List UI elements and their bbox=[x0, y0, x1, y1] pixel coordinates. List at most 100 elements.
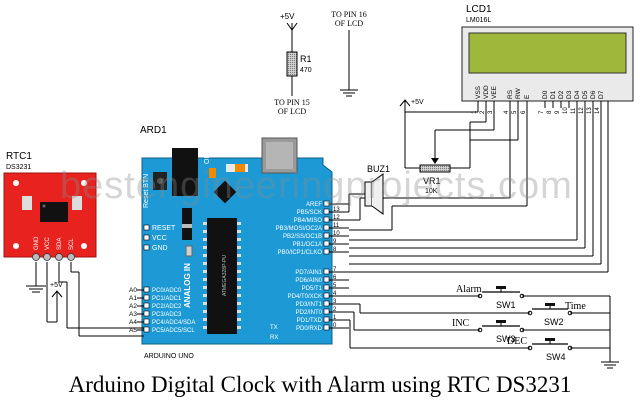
power-pin-label: RESET bbox=[152, 225, 176, 232]
chip-leg bbox=[203, 294, 207, 297]
on-label: ON bbox=[204, 154, 211, 165]
digital-pin-label: PB2/SS/OC1B bbox=[283, 234, 322, 240]
tx-label: TX bbox=[270, 325, 278, 331]
switch-button[interactable] bbox=[545, 338, 555, 341]
digital-pin-number: 11 bbox=[333, 223, 340, 229]
atmega-label: ATMEGA328P-PU bbox=[222, 255, 228, 296]
switch-button[interactable] bbox=[545, 303, 555, 306]
header-pin bbox=[143, 326, 150, 333]
digital-pin-label: PB0/ICP1/CLKO bbox=[278, 250, 323, 256]
header-pin bbox=[323, 268, 330, 275]
lcd-pin-number: 11 bbox=[571, 107, 577, 114]
chip-leg bbox=[237, 302, 241, 305]
digital-pin-label: PD4/T0/XCK bbox=[288, 294, 322, 300]
header-pin bbox=[323, 324, 330, 331]
lcd-pin-label: D6 bbox=[590, 90, 597, 99]
switch-contact bbox=[519, 327, 525, 333]
header-pin bbox=[323, 248, 330, 255]
chip-leg bbox=[237, 326, 241, 329]
analog-pin-number: A1 bbox=[129, 295, 137, 302]
lcd-pin-number: 2 bbox=[480, 110, 486, 114]
analog-pin-label: PC4/ADC4/SDA bbox=[152, 320, 195, 326]
analog-pin-label: PC0/ADC0 bbox=[152, 288, 182, 294]
switch-contact bbox=[567, 345, 573, 351]
switch-label: Alarm bbox=[456, 284, 482, 295]
header-pin bbox=[323, 224, 330, 231]
switch-ref: SW2 bbox=[544, 317, 564, 327]
header-pin bbox=[323, 300, 330, 307]
vr1-pot: VR1 10K +5V bbox=[411, 99, 451, 195]
lcd-pin-number: 14 bbox=[595, 107, 601, 114]
lcd-pin-label: RS bbox=[507, 89, 514, 99]
lcd-pin-label: D7 bbox=[598, 90, 605, 99]
header-pin bbox=[323, 284, 330, 291]
switch-button[interactable] bbox=[496, 320, 506, 323]
lcd-pin-label: D1 bbox=[550, 90, 557, 99]
chip-leg bbox=[203, 286, 207, 289]
digital-pin-number: 1 bbox=[333, 315, 337, 321]
header-pin bbox=[323, 308, 330, 315]
analog-pin-label: PC1/ADC1 bbox=[152, 296, 182, 302]
r1-value: 470 bbox=[300, 67, 312, 74]
digital-pin-number: 12 bbox=[333, 215, 340, 221]
rtc-pin bbox=[55, 253, 63, 261]
switch-contact bbox=[519, 293, 525, 299]
lcd-pin-number: 6 bbox=[521, 110, 527, 114]
r1-supply: +5V bbox=[280, 12, 295, 21]
digital-pin-label: PB1/OC1A bbox=[293, 242, 322, 248]
digital-pin-label: PD0/RXD bbox=[296, 326, 323, 332]
lcd-pin-number: 4 bbox=[504, 110, 510, 114]
buzzer: BUZ1 bbox=[348, 164, 390, 215]
digital-pin-label: PD3/INT1 bbox=[296, 302, 323, 308]
digital-pin-label: PB4/MISO bbox=[294, 218, 323, 224]
digital-pin-number: 9 bbox=[333, 239, 337, 245]
digital-pin-label: PD2/INT0 bbox=[296, 310, 323, 316]
header-pin bbox=[143, 234, 150, 241]
watermark: bestengineeringprojects.com bbox=[60, 165, 573, 207]
chip-leg bbox=[237, 230, 241, 233]
analog-pin-number: A4 bbox=[129, 319, 137, 326]
chip-leg bbox=[237, 286, 241, 289]
chip-leg bbox=[237, 270, 241, 273]
switch-label: INC bbox=[452, 318, 470, 329]
lcd-pin-number: 12 bbox=[579, 107, 585, 114]
chip-legs bbox=[203, 222, 241, 329]
digital-pin-number: 7 bbox=[333, 267, 337, 273]
rtc-chip bbox=[40, 202, 68, 222]
header-pin bbox=[143, 224, 150, 231]
switch-wiring bbox=[349, 140, 619, 369]
caption: Arduino Digital Clock with Alarm using R… bbox=[68, 372, 572, 397]
digital-pin-number: 6 bbox=[333, 275, 337, 281]
digital-pin-number: 3 bbox=[333, 299, 337, 305]
power-pin-label: GND bbox=[152, 245, 168, 252]
analog-in-label: ANALOG IN bbox=[183, 263, 192, 308]
arduino-ref: ARD1 bbox=[140, 125, 167, 136]
vr1-ref: VR1 bbox=[423, 176, 441, 186]
chip-leg bbox=[203, 262, 207, 265]
analog-pin-label: PC2/ADC2 bbox=[152, 304, 182, 310]
chip-leg bbox=[203, 302, 207, 305]
chip-leg bbox=[203, 222, 207, 225]
switch-button[interactable] bbox=[496, 286, 506, 289]
buzzer-ref: BUZ1 bbox=[367, 164, 390, 174]
lcd-pin-number: 10 bbox=[563, 107, 569, 114]
lcd-pin-label: D3 bbox=[566, 90, 573, 99]
header-pin bbox=[323, 316, 330, 323]
digital-pin-label: PD1/TXD bbox=[297, 318, 323, 324]
chip-leg bbox=[237, 310, 241, 313]
analog-pin-label: PC3/ADC3 bbox=[152, 312, 182, 318]
lcd-pin-label: D0 bbox=[542, 90, 549, 99]
lcd-pin-label: RW bbox=[515, 87, 522, 99]
header-pin bbox=[323, 292, 330, 299]
digital-pin-number: 13 bbox=[333, 207, 340, 213]
lcd-pin-number: 7 bbox=[539, 110, 545, 114]
lcd-screen bbox=[468, 32, 627, 74]
switch-contact bbox=[527, 310, 533, 316]
chip-leg bbox=[203, 270, 207, 273]
lcd-pin-number: 5 bbox=[512, 110, 518, 114]
switch-label: Time bbox=[565, 301, 586, 312]
